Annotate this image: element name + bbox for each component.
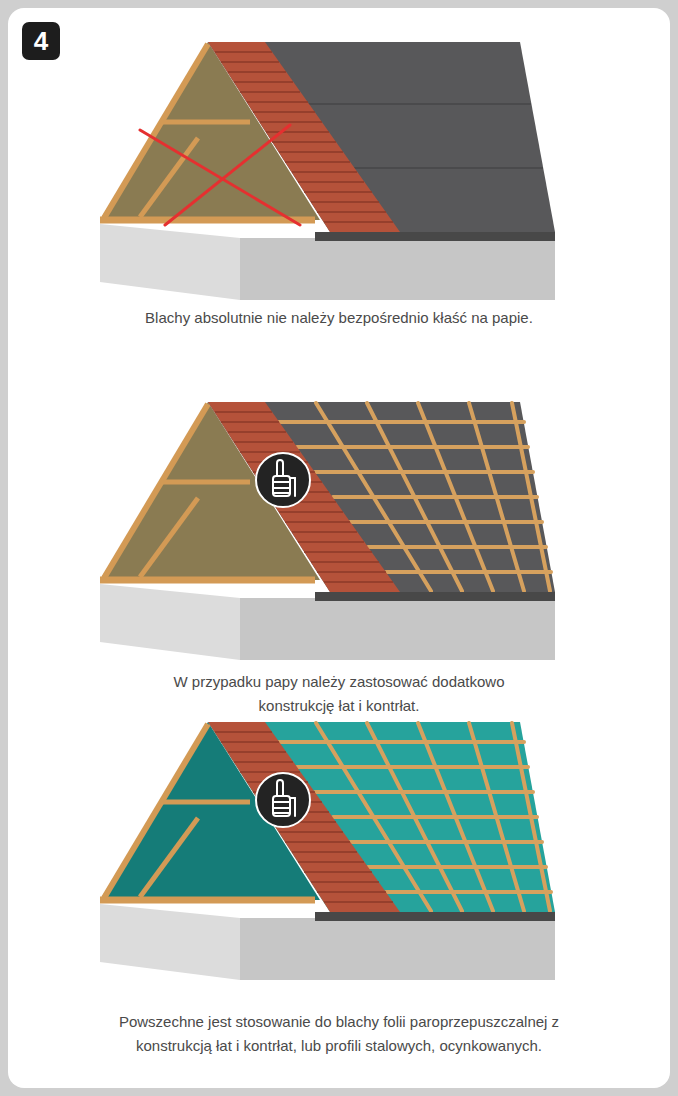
roof-on-felt-with-battens xyxy=(315,592,555,601)
roof-on-membrane-with-battens xyxy=(208,722,400,912)
roof-on-felt-wrong xyxy=(100,224,555,300)
roof-on-felt-with-battens xyxy=(208,402,400,592)
roof-on-felt-with-battens xyxy=(100,584,555,660)
red-cross xyxy=(140,125,300,225)
step-badge: 4 xyxy=(22,22,60,60)
felt-roof xyxy=(208,42,555,232)
caption-text: W przypadku papy należy zastosować dodat… xyxy=(173,673,504,714)
caption-text: Powszechne jest stosowanie do blachy fol… xyxy=(119,1013,559,1054)
caption: Powszechne jest stosowanie do blachy fol… xyxy=(101,1010,577,1058)
roof-on-membrane-with-battens xyxy=(256,773,310,827)
red-cross xyxy=(140,130,300,225)
roof-on-felt-with-battens xyxy=(256,453,310,507)
felt-roof xyxy=(208,402,555,592)
roof-on-felt-wrong xyxy=(315,232,555,241)
membrane-roof xyxy=(208,722,555,912)
caption: W przypadku papy należy zastosować dodat… xyxy=(139,670,539,718)
roof-on-felt-wrong xyxy=(100,42,555,300)
red-cross xyxy=(165,125,290,225)
roof-on-felt-wrong xyxy=(208,42,400,232)
roof-on-membrane-with-battens xyxy=(100,904,555,980)
roof-on-felt-with-battens xyxy=(100,402,555,660)
caption: Blachy absolutnie nie należy bezpośredni… xyxy=(59,306,619,330)
caption-text: Blachy absolutnie nie należy bezpośredni… xyxy=(145,309,533,326)
roof-on-membrane-with-battens xyxy=(100,722,555,980)
roof-on-membrane-with-battens xyxy=(315,912,555,921)
step-number: 4 xyxy=(34,28,48,54)
